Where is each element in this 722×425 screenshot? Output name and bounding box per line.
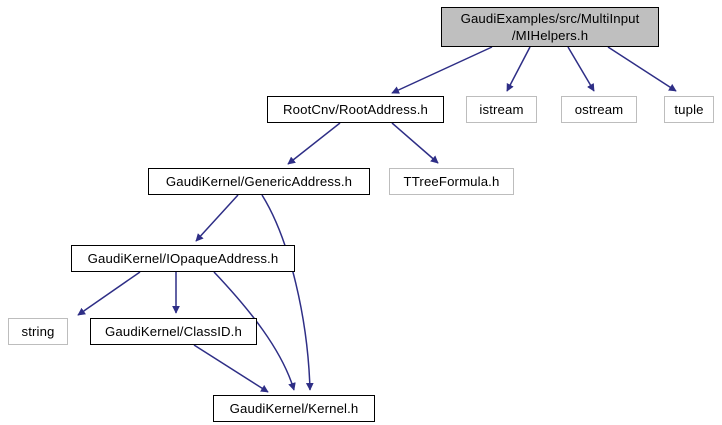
node-tuple[interactable]: tuple xyxy=(664,96,714,123)
node-label: GaudiKernel/IOpaqueAddress.h xyxy=(87,250,279,266)
node-rootaddress[interactable]: RootCnv/RootAddress.h xyxy=(267,96,444,123)
node-label: GaudiKernel/Kernel.h xyxy=(229,400,359,416)
node-label: GaudiExamples/src/MultiInput /MIHelpers.… xyxy=(460,10,640,43)
node-label: tuple xyxy=(674,101,704,117)
node-iopaqueaddress[interactable]: GaudiKernel/IOpaqueAddress.h xyxy=(71,245,295,272)
edge-mihelpers-ostream xyxy=(567,46,595,92)
edge-mihelpers-istream xyxy=(506,46,531,92)
node-istream[interactable]: istream xyxy=(466,96,537,123)
edge-classid-kernel xyxy=(193,344,269,393)
edge-rootaddress-ttreeformula xyxy=(391,122,439,164)
edge-iopaqueaddress-kernel xyxy=(213,271,296,391)
node-genericaddress[interactable]: GaudiKernel/GenericAddress.h xyxy=(148,168,370,195)
edge-genericaddress-kernel xyxy=(261,194,314,391)
node-string[interactable]: string xyxy=(8,318,68,345)
edge-mihelpers-tuple xyxy=(607,46,677,92)
node-mihelpers[interactable]: GaudiExamples/src/MultiInput /MIHelpers.… xyxy=(441,7,659,47)
node-label: TTreeFormula.h xyxy=(403,173,500,189)
node-label: ostream xyxy=(574,101,624,117)
node-label: string xyxy=(21,323,55,339)
node-label: istream xyxy=(479,101,524,117)
node-label: GaudiKernel/ClassID.h xyxy=(105,323,242,339)
node-label: RootCnv/RootAddress.h xyxy=(283,101,428,117)
edge-mihelpers-rootaddress xyxy=(391,46,493,94)
node-ostream[interactable]: ostream xyxy=(561,96,637,123)
node-ttreeformula[interactable]: TTreeFormula.h xyxy=(389,168,514,195)
edge-genericaddress-iopaqueaddress xyxy=(195,194,239,242)
node-kernel[interactable]: GaudiKernel/Kernel.h xyxy=(213,395,375,422)
node-label: GaudiKernel/GenericAddress.h xyxy=(165,173,353,189)
edge-iopaqueaddress-string xyxy=(77,271,141,316)
edge-rootaddress-genericaddress xyxy=(287,122,341,165)
node-classid[interactable]: GaudiKernel/ClassID.h xyxy=(90,318,257,345)
